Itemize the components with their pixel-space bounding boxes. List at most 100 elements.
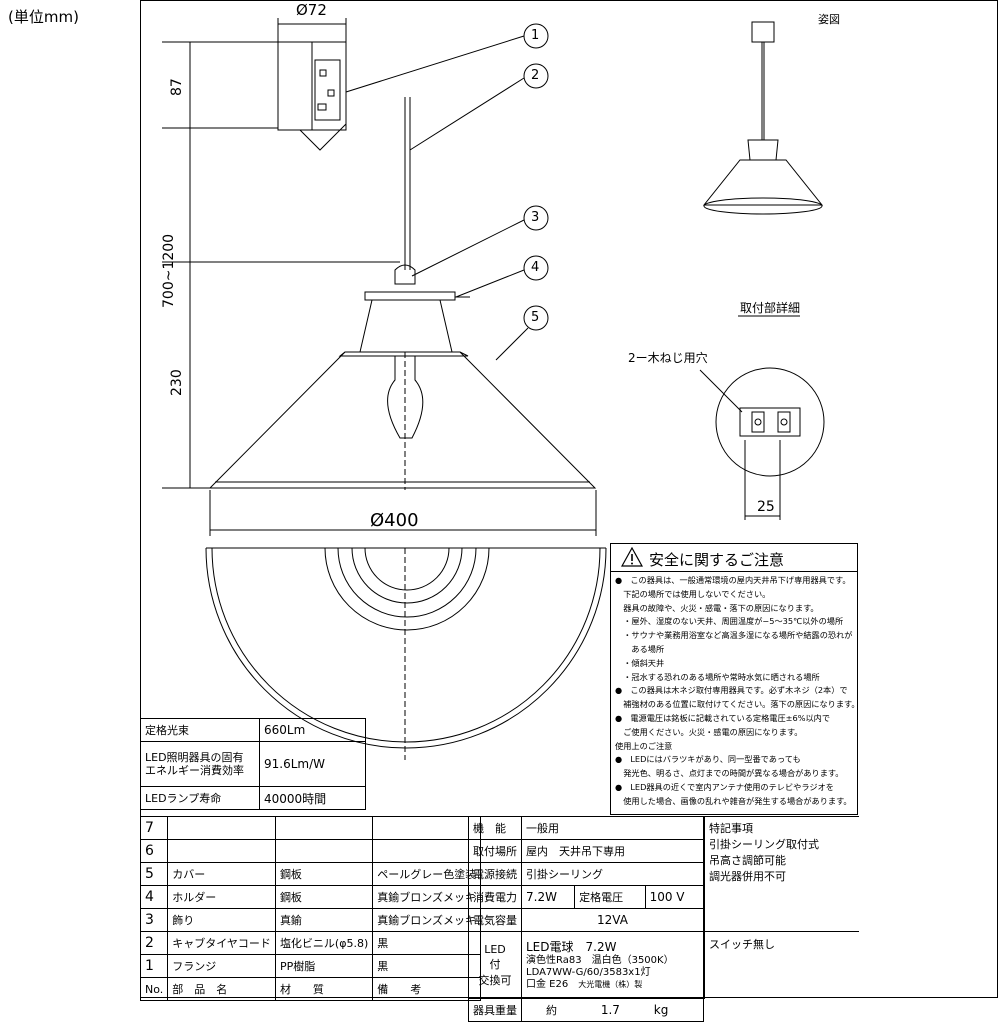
part-material: PP樹脂	[274, 954, 374, 978]
led-line-4a: 口金 E26	[526, 978, 569, 990]
safety-line: 補強材のある位置に取付けてください。落下の原因になります。	[615, 699, 860, 710]
callout-1: 1	[531, 28, 540, 43]
screw-label: 2ー木ねじ用穴	[628, 351, 708, 365]
safety-line: ● LED器具の近くで室内アンテナ使用のテレビやラジオを	[615, 782, 834, 792]
dim-height-87: 87	[169, 78, 185, 96]
callout-3: 3	[531, 210, 540, 225]
voltage-label: 定格電圧	[574, 885, 646, 909]
func-label: 機 能	[468, 816, 522, 840]
weight-unit: kg	[653, 1003, 669, 1017]
lifetime-label: LEDランプ寿命	[140, 786, 260, 810]
callout-5: 5	[531, 310, 540, 325]
notes-title: 特記事項	[709, 822, 753, 835]
unit-label: (単位mm)	[8, 8, 79, 26]
notes-line-1: 引掛シーリング取付式	[709, 838, 819, 851]
parts-header-material: 材 質	[274, 977, 374, 1001]
callout-2: 2	[531, 68, 540, 83]
part-name: フランジ	[167, 954, 276, 978]
part-material: 塩化ビニル(φ5.8)	[274, 931, 374, 955]
flange-drawing	[277, 41, 347, 151]
power-value: 7.2W	[520, 885, 576, 909]
part-note: 真鍮ブロンズメッキ	[372, 908, 482, 932]
part-material: 真鍮	[274, 908, 374, 932]
parts-header-name: 部 品 名	[167, 977, 276, 1001]
safety-line: ● LEDにはバラツキがあり、同一型番であっても	[615, 754, 801, 765]
part-no: 2	[139, 931, 169, 955]
led-line-2: 演色性Ra83 温白色（3500K）	[526, 954, 674, 966]
part-material: 鋼板	[274, 862, 374, 886]
efficiency-label-2: エネルギー消費効率	[145, 764, 244, 777]
lumen-spec-table: 定格光束 660Lm LED照明器具の固有エネルギー消費効率 91.6Lm/W …	[140, 718, 366, 810]
conn-value: 引掛シーリング	[521, 862, 704, 886]
part-note	[372, 839, 482, 863]
part-no: 3	[139, 908, 169, 932]
part-no: 6	[139, 839, 169, 863]
parts-header-note: 備 考	[372, 977, 482, 1001]
led-line-4b: 大光電機（株）製	[578, 979, 643, 989]
part-note: ペールグレー色塗装	[372, 862, 482, 886]
safety-line: 下記の場所では使用しないでください。	[615, 588, 771, 599]
safety-header: 安全に関するご注意	[611, 544, 857, 572]
part-no: 5	[139, 862, 169, 886]
led-label-1: LED	[484, 942, 506, 956]
part-note	[372, 816, 482, 840]
part-material	[274, 816, 374, 840]
safety-line: ・屋外、湿度のない天井、周囲温度が−5〜35℃以外の場所	[615, 616, 844, 627]
capacity-value: 12VA	[521, 908, 704, 932]
safety-line: 発光色、明るさ、点灯までの時間が異なる場合があります。	[615, 768, 844, 779]
conn-label: 電源接続	[468, 862, 522, 886]
notes-box: 特記事項 引掛シーリング取付式 吊高さ調節可能 調光器併用不可 スイッチ無し	[704, 816, 859, 999]
safety-notice: 安全に関するご注意 ● この器具は、一般通常環境の屋内天井吊下げ専用器具です。 …	[610, 543, 860, 815]
lifetime-value: 40000時間	[259, 786, 366, 810]
parts-header-no: No.	[139, 977, 169, 1001]
weight-label: 器具重量	[468, 998, 522, 1022]
lumen-value: 660Lm	[259, 718, 366, 742]
part-no: 7	[139, 816, 169, 840]
safety-line: ● この器具は、一般通常環境の屋内天井吊下げ専用器具です。	[615, 575, 851, 585]
safety-line: 使用上のご注意	[615, 740, 673, 751]
part-note: 黒	[372, 954, 482, 978]
notes-divider	[705, 931, 859, 932]
led-line-3: LDA7WW-G/60/3583x1灯	[526, 966, 651, 978]
led-line-1: LED電球 7.2W	[526, 939, 617, 954]
safety-title: 安全に関するご注意	[649, 551, 785, 569]
part-name: 飾り	[167, 908, 276, 932]
power-label: 消費電力	[468, 885, 522, 909]
part-note: 黒	[372, 931, 482, 955]
capacity-label: 電気容量	[468, 908, 522, 932]
dim-cord-length: 700~1200	[161, 233, 177, 308]
place-label: 取付場所	[468, 839, 522, 863]
table-row: 7	[139, 816, 482, 840]
safety-line: ● この器具は木ネジ取付専用器具です。必ず木ネジ（2本）で	[615, 685, 848, 696]
safety-line: ● 電源電圧は銘板に記載されている定格電圧±6%以内で	[615, 713, 831, 723]
voltage-value: 100 V	[644, 885, 705, 909]
weight-value: 1.7	[600, 1003, 620, 1017]
callout-4: 4	[531, 260, 540, 275]
dim-screw-spacing: 25	[757, 499, 775, 515]
part-material	[274, 839, 374, 863]
led-label: LED 付 交換可	[468, 931, 522, 999]
safety-line: ・傾斜天井	[615, 657, 665, 668]
weight-prefix: 約	[546, 1004, 557, 1017]
view-label: 姿図	[818, 13, 840, 26]
part-name	[167, 816, 276, 840]
led-detail: LED電球 7.2W 演色性Ra83 温白色（3500K） LDA7WW-G/6…	[521, 931, 704, 999]
dim-shade-height: 230	[169, 369, 185, 396]
place-value: 屋内 天井吊下専用	[521, 839, 704, 863]
safety-line: ご使用ください。火災・感電の原因になります。	[615, 726, 803, 737]
part-name	[167, 839, 276, 863]
dim-shade-diameter: Ø400	[370, 510, 419, 531]
lamp-drawing	[162, 18, 825, 760]
lumen-label: 定格光束	[140, 718, 260, 742]
led-label-3: 交換可	[478, 973, 512, 987]
part-note: 真鍮ブロンズメッキ	[372, 885, 482, 909]
safety-line: ・サウナや業務用浴室など高温多湿になる場所や結露の恐れが	[615, 630, 853, 641]
part-no: 1	[139, 954, 169, 978]
safety-line: 器具の故障や、火災・感電・落下の原因になります。	[615, 602, 819, 613]
dim-top-diameter: Ø72	[296, 1, 327, 19]
